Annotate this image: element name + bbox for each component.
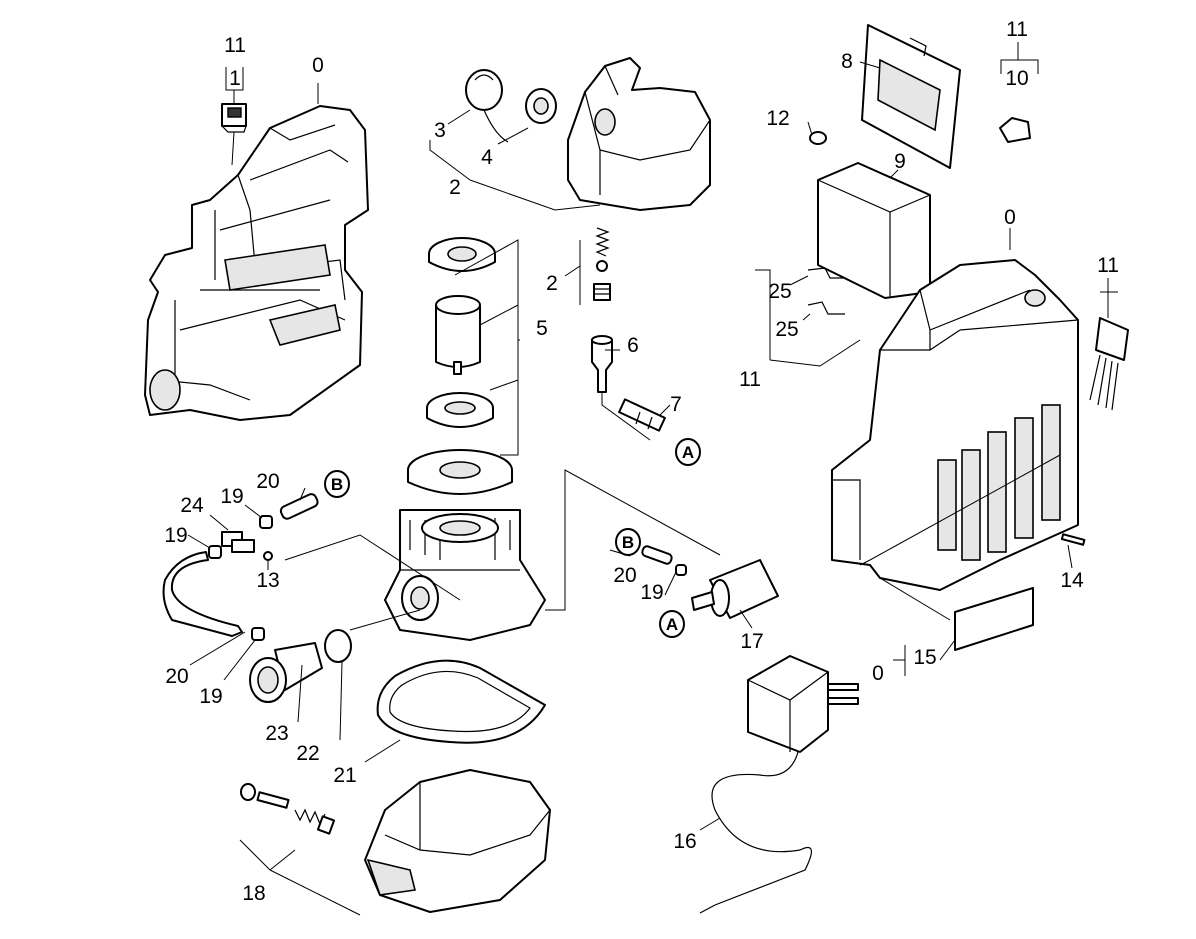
top-cover (567, 57, 711, 211)
pump-stack (384, 237, 546, 641)
callout-7: 7 (670, 393, 682, 416)
callout-20-pump: 20 (613, 564, 636, 587)
callout-11-springs: 11 (739, 368, 761, 391)
callout-21: 21 (333, 764, 356, 787)
callout-25-lower: 25 (775, 318, 798, 341)
callout-22: 22 (296, 742, 319, 765)
callout-1: 1 (229, 67, 241, 90)
charger-part (699, 655, 859, 914)
callout-0-charger: 0 (872, 662, 884, 685)
callout-9: 9 (894, 150, 906, 173)
callout-2-cover: 2 (449, 176, 461, 199)
callout-23: 23 (265, 722, 288, 745)
callout-10: 10 (1005, 67, 1028, 90)
right-housing-half (831, 259, 1079, 591)
hose-connector-part (618, 398, 666, 432)
callout-8: 8 (841, 50, 853, 73)
callout-20-hose: 20 (165, 665, 188, 688)
connector-a-pump: A (659, 610, 685, 638)
callout-12: 12 (766, 107, 789, 130)
svg-text:B: B (331, 475, 343, 494)
screw-part (1060, 533, 1086, 546)
valve-assembly (593, 227, 611, 301)
callout-15: 15 (913, 646, 936, 669)
callout-6: 6 (627, 334, 639, 357)
tank-part (364, 769, 551, 913)
clip-part (999, 117, 1031, 143)
connector-b-pump: B (615, 528, 641, 556)
callout-11-clip: 11 (1006, 18, 1028, 41)
clamp-parts (208, 515, 273, 641)
callout-19-lower: 19 (199, 685, 222, 708)
left-housing-half (144, 105, 369, 421)
filter-cap-part (249, 642, 323, 703)
short-hose-part (279, 493, 319, 520)
callout-24: 24 (180, 494, 204, 517)
switch-part (221, 103, 247, 133)
callout-19-pump: 19 (640, 581, 663, 604)
callout-19-upper: 19 (220, 485, 243, 508)
callout-labels: 11 1 0 3 4 2 2 5 6 7 8 11 10 12 9 0 11 2… (164, 18, 1119, 905)
knob-part (465, 69, 509, 143)
leader-lines (187, 42, 1118, 916)
callout-4: 4 (481, 146, 493, 169)
tee-fitting (221, 531, 273, 561)
svg-text:A: A (682, 443, 694, 462)
callout-16: 16 (673, 830, 696, 853)
hose-part (162, 551, 243, 637)
callout-3: 3 (434, 119, 446, 142)
callout-0-left-housing: 0 (312, 54, 324, 77)
callout-17: 17 (740, 630, 763, 653)
valve-spring-part (240, 783, 336, 835)
callout-25-upper: 25 (768, 280, 791, 303)
pump-motor-part (641, 545, 779, 619)
callout-11-switch: 11 (224, 34, 246, 57)
svg-text:A: A (666, 615, 678, 634)
svg-text:B: B (622, 533, 634, 552)
cover-panel-part (861, 24, 961, 169)
contact-spring-parts (807, 267, 845, 315)
callout-18: 18 (242, 882, 265, 905)
nozzle-part (591, 335, 613, 393)
o-ring-part (324, 629, 352, 663)
callout-11-connector: 11 (1097, 254, 1119, 277)
callout-20-upper: 20 (256, 470, 279, 493)
connector-a-top: A (675, 438, 701, 466)
gasket-part (376, 659, 546, 744)
callout-0-right-housing: 0 (1004, 206, 1016, 229)
callout-2-valve: 2 (546, 272, 558, 295)
callout-13: 13 (256, 569, 279, 592)
cap-part (809, 131, 827, 145)
connector-part (1089, 317, 1129, 411)
callout-19-left: 19 (164, 524, 187, 547)
callout-14: 14 (1060, 569, 1084, 592)
callout-5: 5 (536, 317, 548, 340)
connector-b-top: B (324, 470, 350, 498)
label-plate-part (954, 587, 1034, 651)
washer-part (525, 88, 557, 124)
